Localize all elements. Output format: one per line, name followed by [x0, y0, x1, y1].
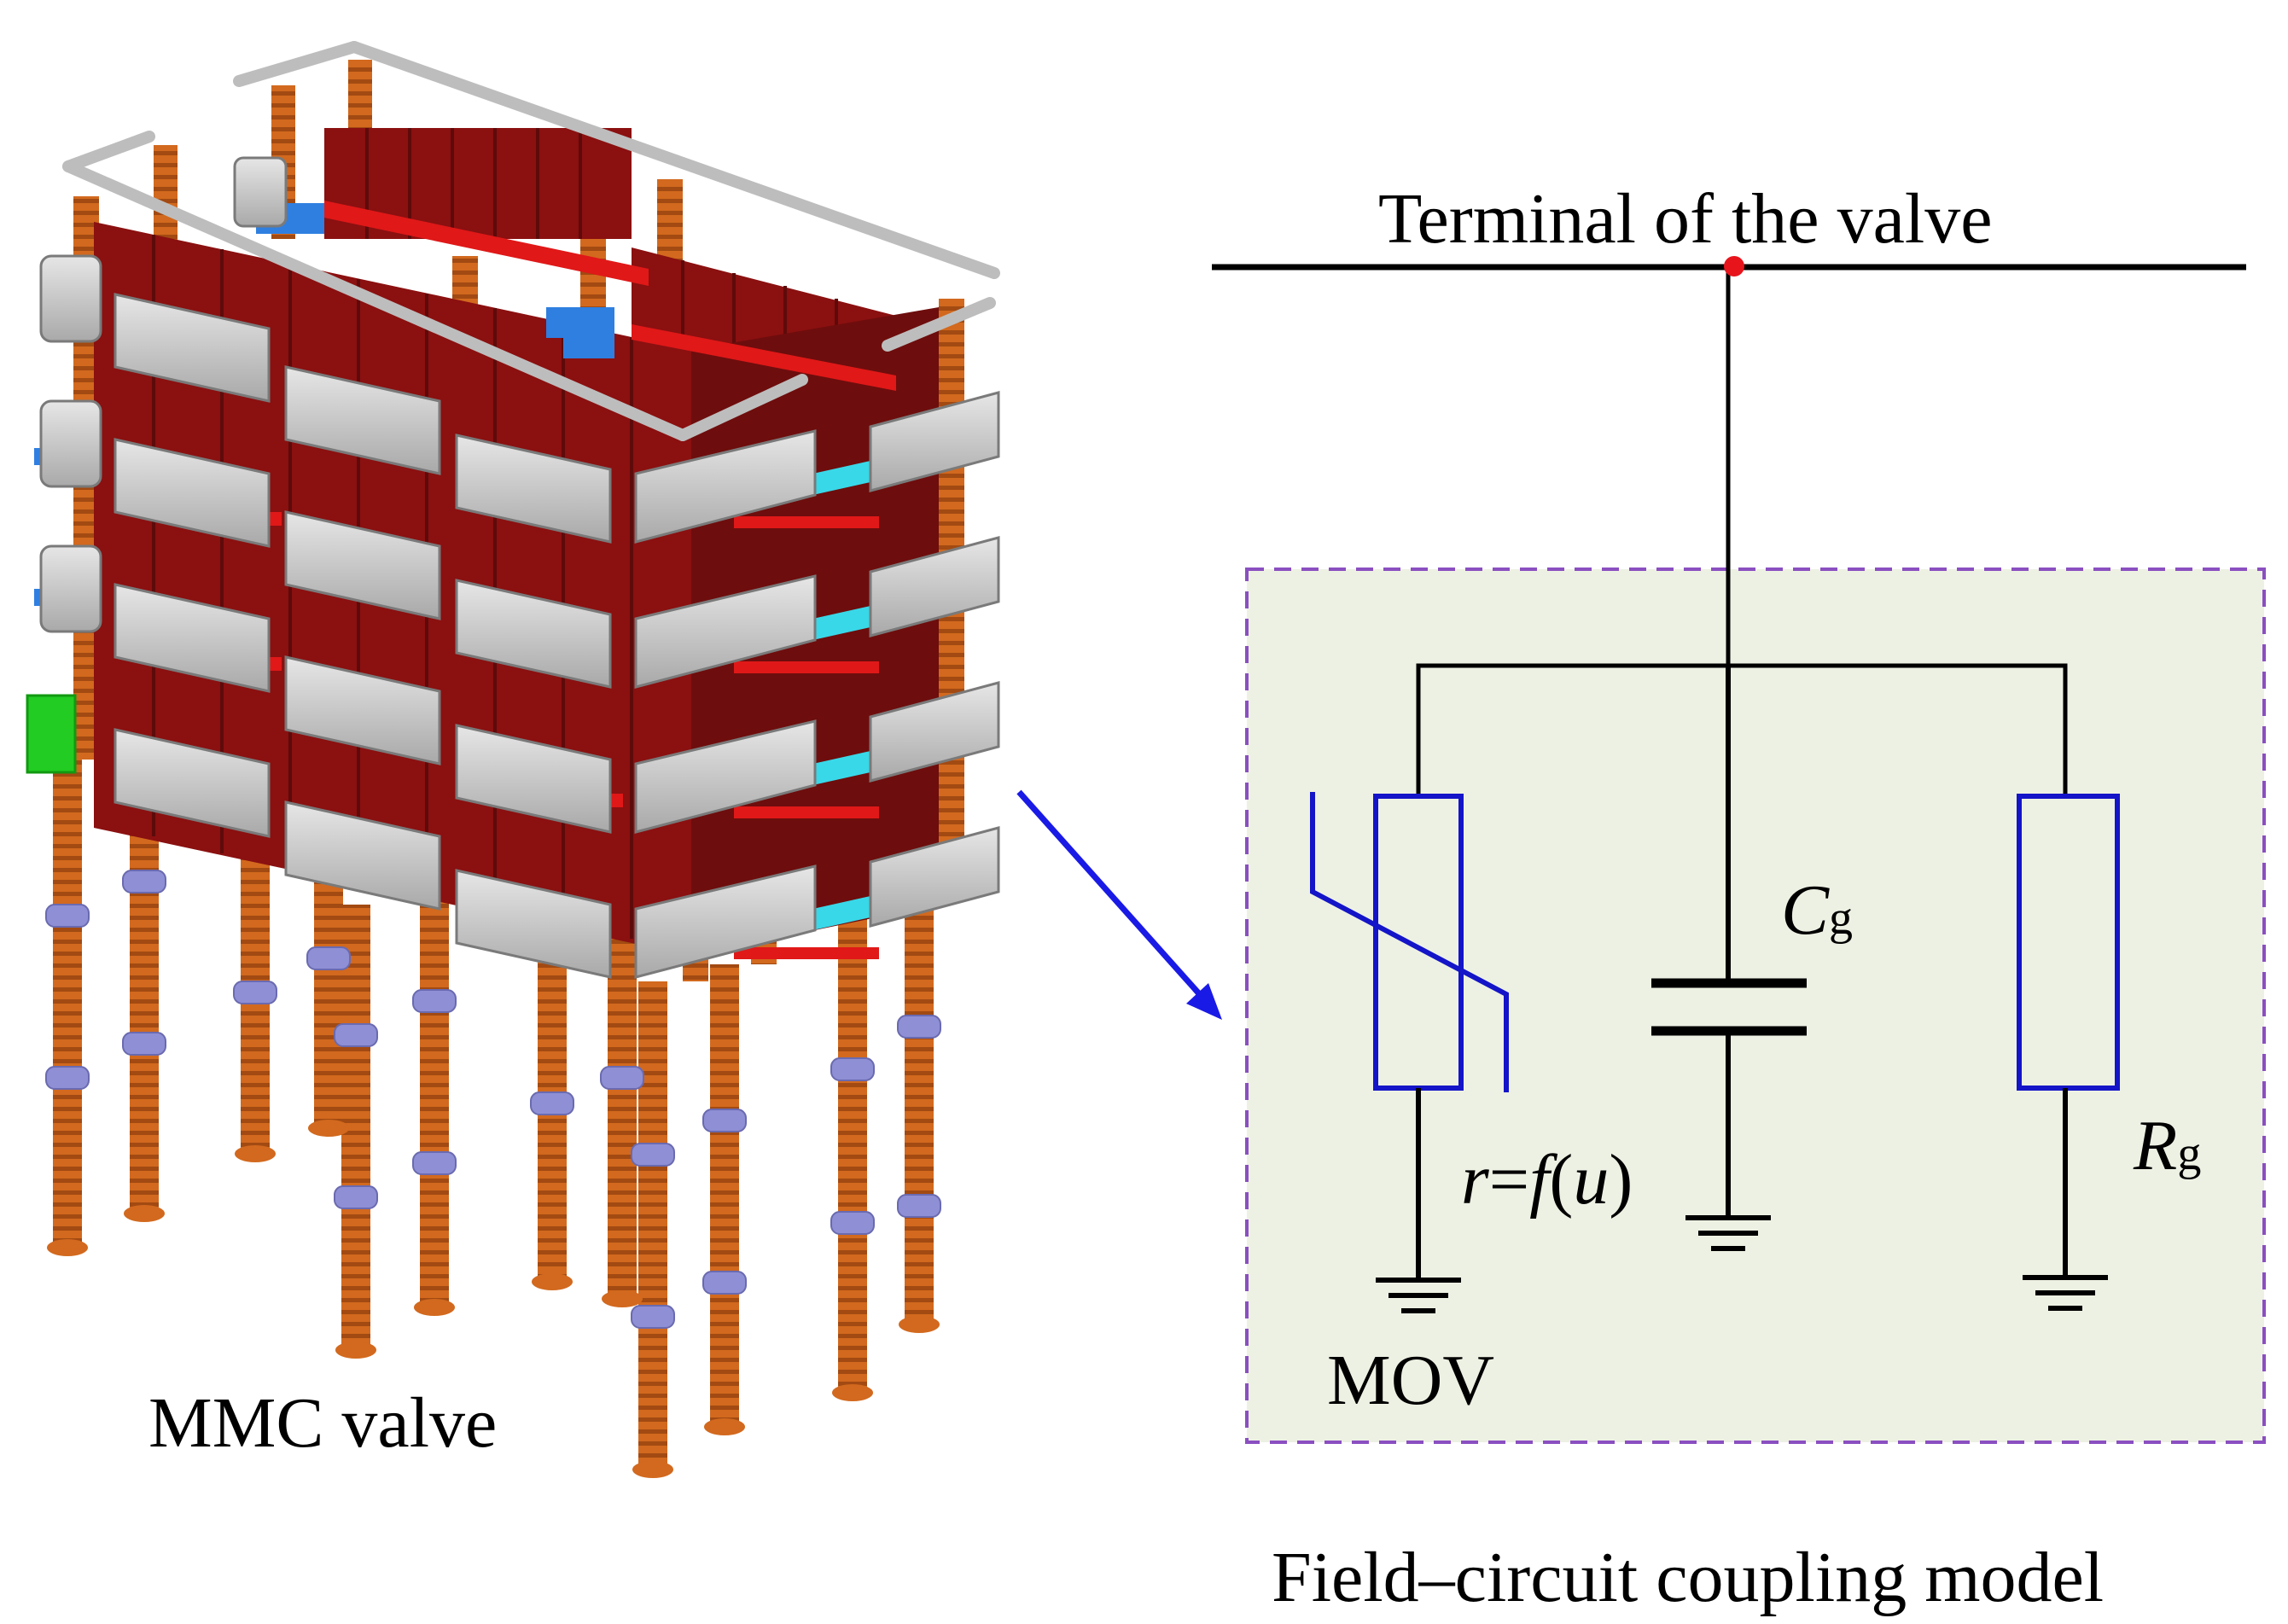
model-box [1245, 568, 2266, 1444]
capacitor-cg [1651, 978, 1807, 1218]
mapping-arrow [1016, 789, 1222, 1020]
mmc-valve-illustration [26, 41, 1000, 1478]
branch-bus [1416, 663, 2068, 751]
mov-label: MOV [1327, 1341, 1494, 1420]
terminal-label: Terminal of the valve [1378, 179, 1993, 259]
cap-label: Cg [1781, 870, 1853, 950]
model-title: Field–circuit coupling model [1272, 1538, 2104, 1617]
circuit-diagram: Terminal of the valve [1212, 179, 2266, 1444]
support-insulators [45, 751, 941, 1478]
resistor-rg [2017, 751, 2120, 1278]
terminal-node [1724, 256, 1744, 276]
res-label: Rg [2133, 1106, 2201, 1185]
ground-symbol-mov [1376, 1278, 1461, 1313]
top-rails [62, 41, 1000, 441]
green-box [26, 694, 77, 774]
shield-plates [39, 156, 1000, 979]
ground-symbol-res [2023, 1275, 2108, 1311]
mov-varistor [1310, 751, 1509, 1280]
mmc-valve-label: MMC valve [148, 1383, 497, 1463]
mov-characteristic-label: r=f(u) [1461, 1140, 1633, 1219]
ground-symbol-cap [1685, 1215, 1771, 1251]
